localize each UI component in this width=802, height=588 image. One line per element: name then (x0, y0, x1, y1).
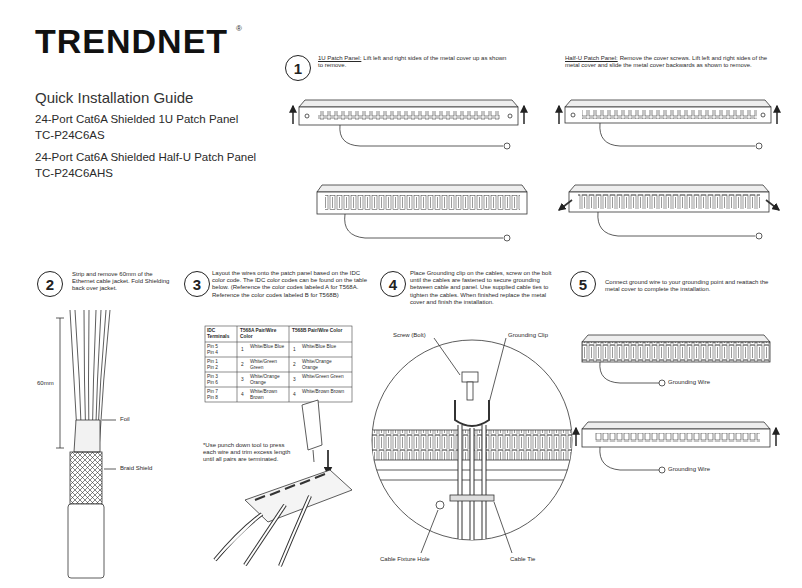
table-cell: 2 (241, 362, 244, 368)
grounding-detail (372, 338, 572, 553)
patch-panel-half-u (559, 100, 779, 239)
step-heading: Half-U Patch Panel: (565, 55, 618, 62)
guide-title: Quick Installation Guide (35, 89, 193, 107)
table-cell: Pin 1 Pin 2 (207, 359, 223, 371)
step-instruction: Lift left and right sides of the metal c… (318, 55, 508, 69)
part-label: Braid Shield (120, 465, 152, 472)
table-cell: 3 (241, 377, 244, 383)
model-number: TC-P24C6AS (35, 129, 105, 143)
table-header: T568B Pair/Wire Color (292, 328, 347, 334)
step-instruction: Remove the cover screws. Lift left and r… (565, 55, 770, 69)
product-name: 24-Port Cat6A Shielded Half-U Patch Pane… (35, 151, 280, 165)
color-code-table (205, 326, 352, 402)
table-cell: White/Green Green (302, 374, 348, 380)
step-number-circle: 2 (37, 271, 63, 297)
patch-panel-1u (293, 100, 527, 241)
note-text: *Use punch down tool to press each wire … (203, 442, 298, 464)
table-cell: 1 (241, 347, 244, 353)
table-cell: White/Brown Brown (302, 389, 348, 395)
table-cell: White/Blue Blue (302, 344, 348, 350)
step-heading: 1U Patch Panel: (318, 55, 361, 62)
step-number: 3 (193, 277, 201, 292)
model-number: TC-P24C6AHS (35, 167, 113, 181)
part-label: Cable Tie (510, 556, 535, 563)
step-number: 4 (389, 277, 397, 292)
punch-down-tool (215, 400, 352, 566)
table-cell: 4 (241, 392, 244, 398)
step-number-circle: 5 (570, 271, 596, 297)
table-cell: White/Orange Orange (302, 359, 348, 371)
grounded-panels (576, 335, 776, 473)
step-instruction: Connect ground wire to your grounding po… (605, 279, 777, 293)
product-name: 24-Port Cat6A Shielded 1U Patch Panel (35, 113, 280, 127)
table-cell: White/Green Green (250, 359, 286, 371)
part-label: Grounding Wire (668, 379, 710, 386)
part-label: Grounding Wire (668, 466, 710, 473)
step-number-circle: 3 (184, 271, 210, 297)
table-cell: 1 (293, 347, 296, 353)
part-label: Grounding Clip (508, 332, 548, 339)
table-cell: Pin 5 Pin 4 (207, 344, 223, 356)
table-cell: White/Blue Blue (250, 344, 286, 350)
table-cell: White/Brown Brown (250, 389, 286, 401)
part-label: Foil (120, 416, 130, 423)
brand-logo: TRENDNET (35, 24, 228, 58)
step-number: 2 (46, 277, 54, 292)
step-instruction: Layout the wires onto the patch panel ba… (212, 270, 372, 299)
step-number: 5 (579, 277, 587, 292)
table-cell: Pin 7 Pin 8 (207, 389, 223, 401)
table-cell: White/Orange Orange (250, 374, 286, 386)
part-label: Screw (Bolt) (393, 332, 426, 339)
table-header: IDC Terminals (207, 328, 235, 340)
step-instruction: Strip and remove 60mm of the Ethernet ca… (72, 271, 170, 293)
dimension-label: 60mm (37, 380, 54, 387)
table-cell: 3 (293, 377, 296, 383)
table-cell: 4 (293, 392, 296, 398)
table-cell: Pin 3 Pin 6 (207, 374, 223, 386)
step-instruction: Place Grounding clip on the cables, scre… (410, 270, 560, 306)
step-number-circle: 4 (380, 271, 406, 297)
trademark-mark: ® (236, 24, 242, 34)
shielded-cable (56, 310, 116, 578)
step-number-circle: 1 (285, 55, 311, 81)
step-number: 1 (294, 61, 302, 76)
table-cell: 2 (293, 362, 296, 368)
table-header: T568A Pair/Wire Color (240, 328, 285, 340)
part-label: Cable Fixture Hole (380, 556, 430, 563)
